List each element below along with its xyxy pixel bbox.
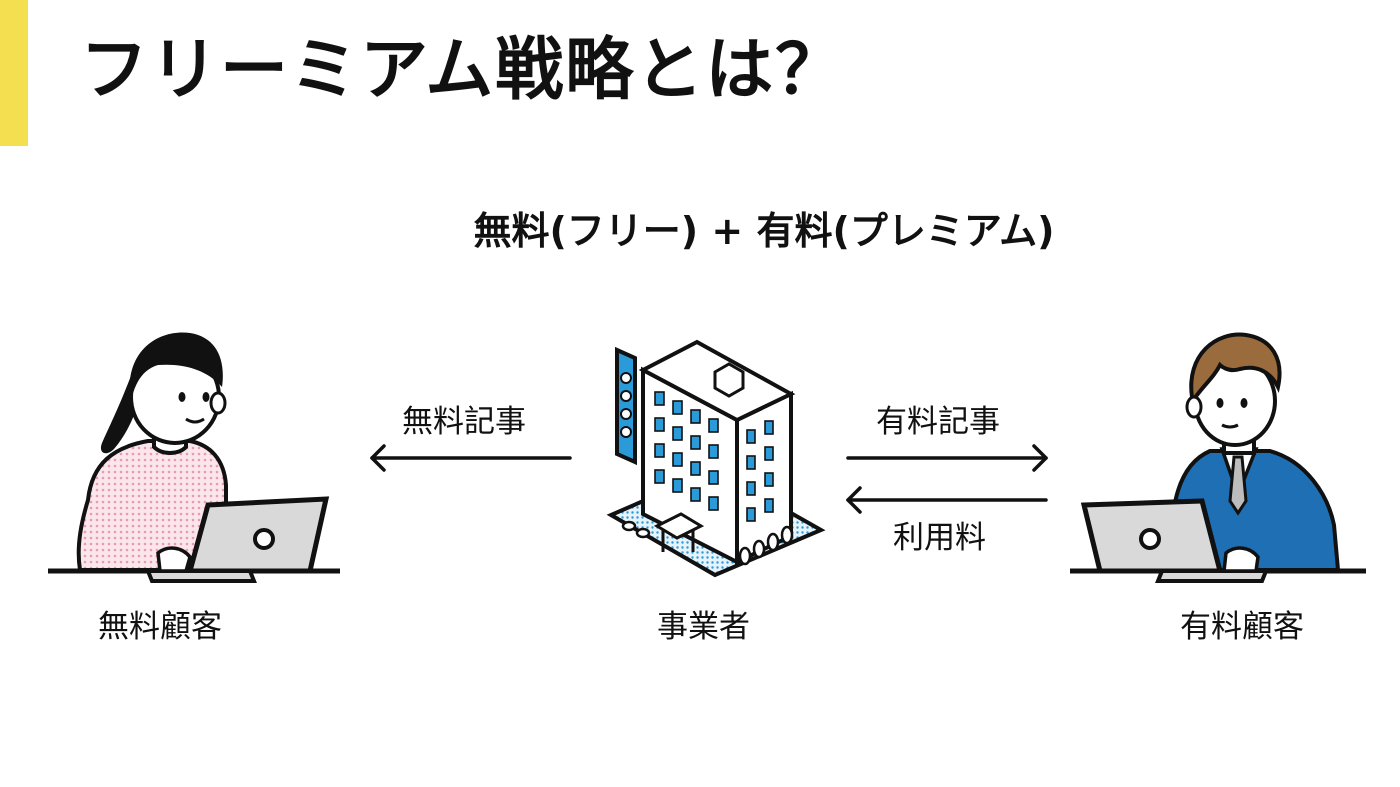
usage-fee-arrow — [846, 486, 1048, 514]
business-building-illustration — [606, 339, 826, 578]
free-articles-arrow — [370, 444, 572, 472]
free-customer-illustration — [48, 332, 340, 583]
diagram-subtitle: 無料(フリー) + 有料(プレミアム) — [473, 209, 1055, 253]
title-accent-bar — [0, 0, 28, 146]
free-articles-label: 無料記事 — [402, 404, 526, 440]
paid-articles-arrow — [846, 444, 1048, 472]
free-customer-caption: 無料顧客 — [98, 609, 222, 645]
paid-customer-caption: 有料顧客 — [1180, 609, 1304, 645]
paid-customer-illustration — [1070, 332, 1366, 583]
usage-fee-label: 利用料 — [893, 520, 986, 556]
page-title: フリーミアム戦略とは？ — [80, 31, 846, 110]
paid-articles-label: 有料記事 — [876, 404, 1000, 440]
business-caption: 事業者 — [657, 609, 750, 645]
